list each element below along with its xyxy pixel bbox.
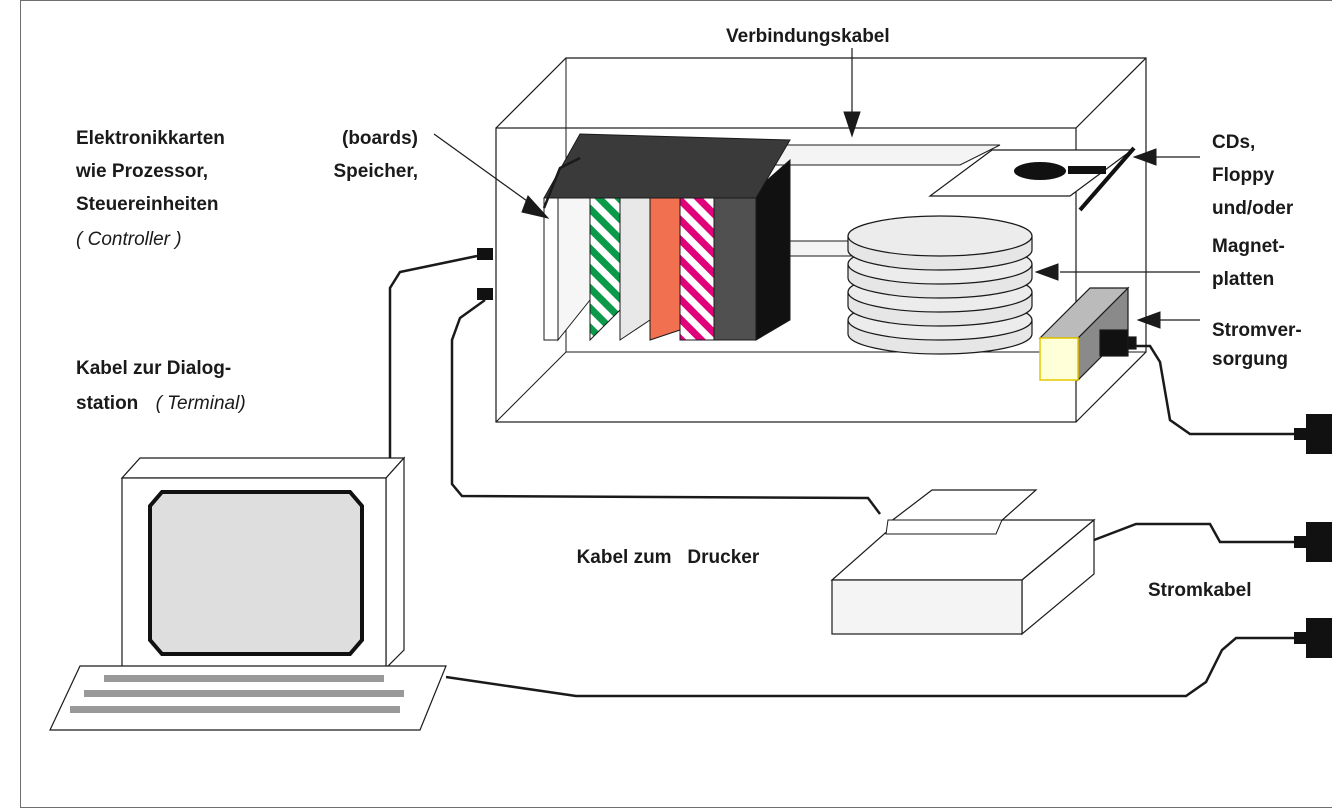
board-top-cover [543,133,791,199]
cables [388,156,1300,698]
plug-icon [1294,522,1332,562]
cds-line3: und/oder [1212,198,1294,219]
printer-paper [888,489,1038,523]
label-elektronikkarten: Elektronikkarten (boards) wie Prozessor,… [76,126,418,252]
power-supply-unit [1038,286,1137,382]
label-stromkabel: Stromkabel [1148,578,1251,603]
terminal-port [477,248,493,260]
strom-line2: sorgung [1212,349,1288,370]
label-magnetplatten: Magnet- platten [1212,234,1285,292]
connection-cable-top [759,144,1001,166]
board-cable [542,156,581,209]
monitor-screen [148,490,364,656]
plug-icon [1294,414,1332,454]
cds-line1: CDs, [1212,132,1256,153]
psu-power-cable [1136,344,1300,436]
terminal-cable [388,254,478,458]
elektronik-line2a: wie Prozessor, [76,161,209,182]
elektronik-line2b: Speicher, [333,161,419,182]
strom-line1: Stromver- [1212,320,1302,341]
diagram-frame [20,0,1332,808]
terminal-text: ( Terminal) [155,393,246,414]
controller-text: ( Controller ) [76,229,182,250]
magnet-line2: platten [1212,269,1275,290]
terminal-monitor [120,456,406,670]
label-verbindungskabel: Verbindungskabel [726,24,890,49]
dialog-line2: station [76,393,139,414]
power-plugs [1294,414,1332,658]
magnetic-disk-stack [847,215,1033,355]
cds-line2: Floppy [1212,165,1275,186]
keyboard [49,665,447,731]
magnet-line1: Magnet- [1212,236,1285,257]
elektronik-line1a: Elektronikkarten [76,128,225,149]
stromkabel-text: Stromkabel [1148,580,1252,601]
printer-power-cable [1093,522,1300,544]
verbindungskabel-text: Verbindungskabel [726,26,890,47]
drucker-text: Kabel zum Drucker [576,547,760,568]
pointer-arrows [433,48,1200,329]
keyboard-cable [445,636,1300,698]
printer-cable [450,298,881,515]
printer-port [477,288,493,300]
label-drucker: Kabel zum Drucker [566,520,760,570]
disk-slot [1014,162,1066,180]
printer [830,489,1096,636]
floppy-cd-drive [928,146,1136,212]
label-stromversorgung: Stromver- sorgung [1212,318,1302,372]
dialog-line1: Kabel zur Dialog- [76,358,232,379]
plug-icon [1294,618,1332,658]
electronic-boards [543,133,791,342]
label-dialogstation: Kabel zur Dialog- station ( Terminal) [76,356,246,416]
elektronik-line1b: (boards) [342,128,418,149]
label-cds-floppy: CDs, Floppy und/oder [1212,130,1293,221]
elektronik-line3: Steuereinheiten [76,194,219,215]
